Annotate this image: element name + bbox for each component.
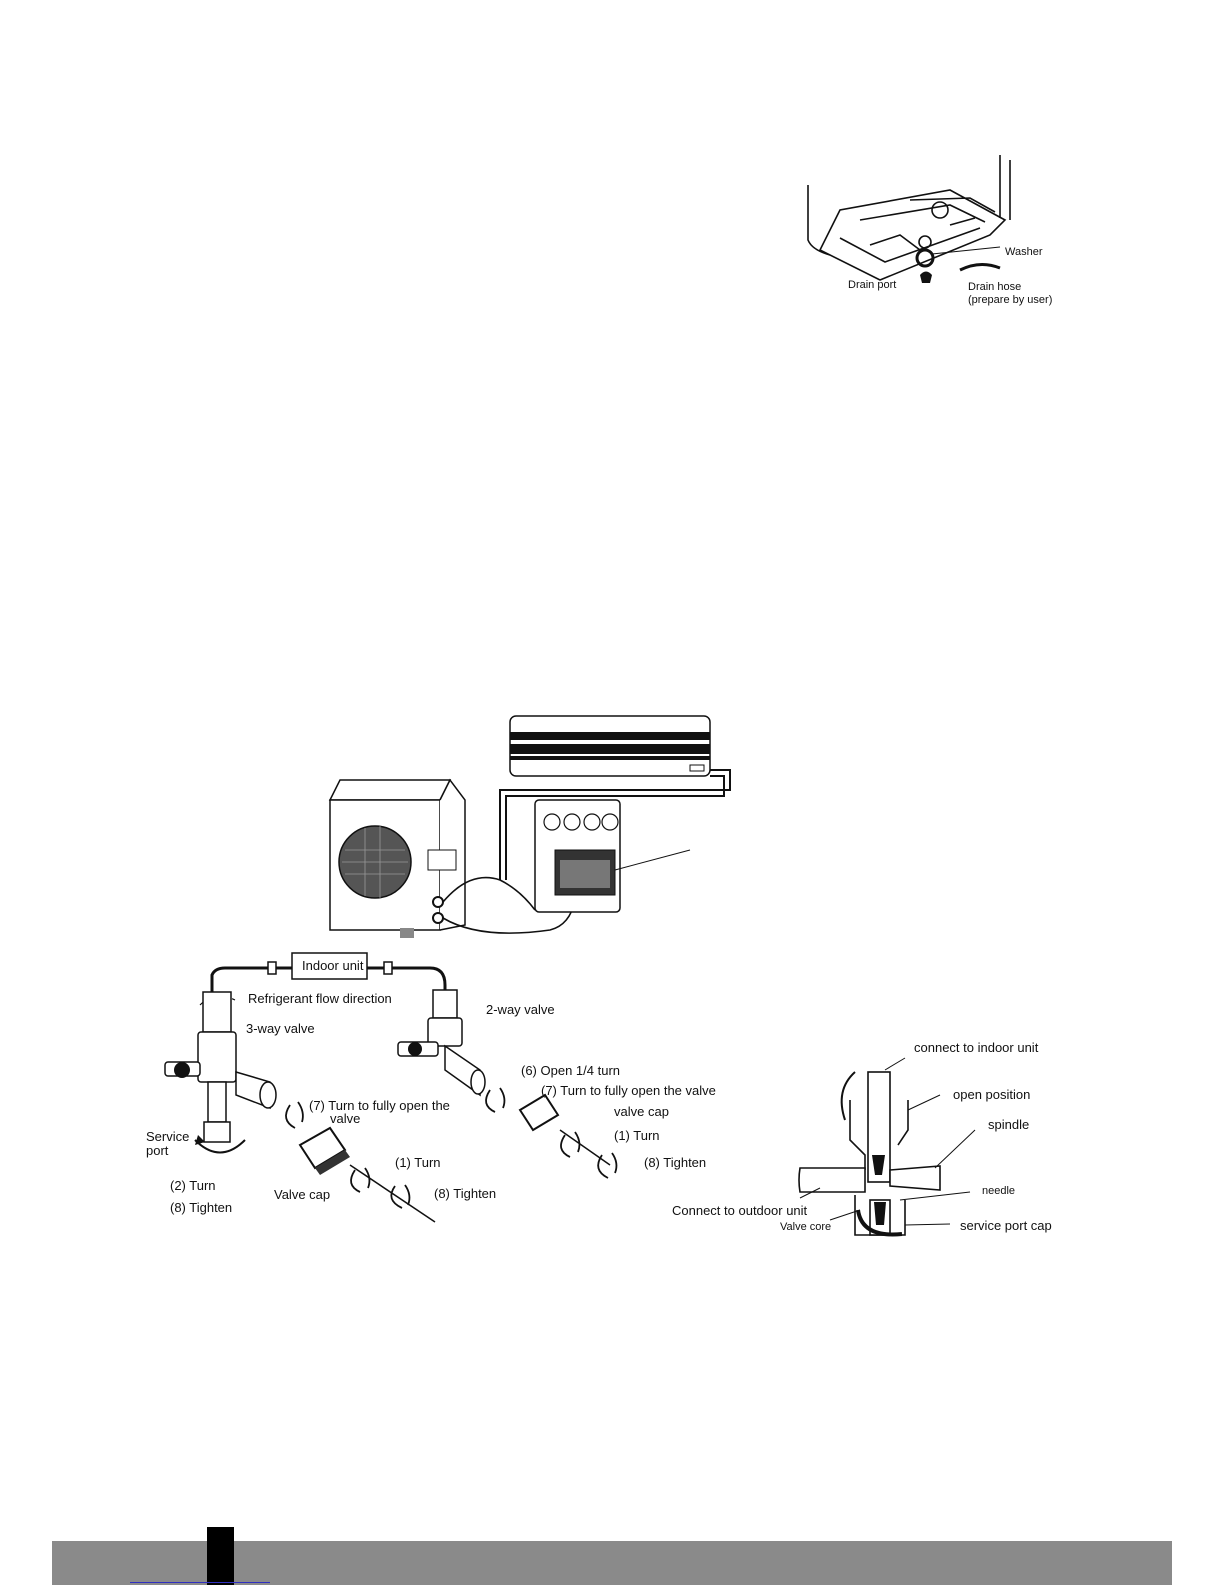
unit-connection-figure — [328, 715, 731, 938]
three-way-valve-label: 3-way valve — [246, 1021, 315, 1036]
turn-7-left-label-1: (7) Turn to fully open the — [309, 1098, 450, 1113]
spindle-label: spindle — [988, 1117, 1030, 1132]
turn-1-left-label: (1) Turn — [395, 1155, 441, 1170]
valve-cap-left-label: Valve cap — [274, 1187, 331, 1202]
footer-block — [207, 1527, 234, 1585]
open-6-label: (6) Open 1/4 turn — [521, 1063, 620, 1078]
valve-cap-right-label: valve cap — [614, 1104, 669, 1119]
turn-1-right-label: (1) Turn — [614, 1128, 660, 1143]
tighten-8-right-label: (8) Tighten — [644, 1155, 707, 1170]
indoor-unit-label: Indoor unit — [302, 958, 364, 973]
drain-hose-label: Drain hose — [968, 281, 1022, 293]
refrigerant-flow-label: Refrigerant flow direction — [248, 991, 392, 1006]
needle-label: needle — [982, 1185, 1016, 1197]
tighten-8-left-label: (8) Tighten — [170, 1200, 233, 1215]
service-port-label-2: port — [146, 1143, 169, 1158]
valve-core-label: Valve core — [780, 1221, 832, 1233]
turn-7-left-label-2: valve — [330, 1111, 361, 1126]
open-position-label: open position — [953, 1087, 1031, 1102]
turn-2-label: (2) Turn — [170, 1178, 216, 1193]
valve-figure — [164, 952, 618, 1223]
two-way-valve-label: 2-way valve — [486, 1002, 555, 1017]
drain-figure — [807, 155, 1011, 283]
service-port-cap-label: service port cap — [960, 1218, 1052, 1233]
tighten-8-mid-label: (8) Tighten — [434, 1186, 497, 1201]
drain-port-label: Drain port — [848, 279, 897, 291]
washer-label: Washer — [1005, 246, 1043, 258]
prepare-by-user-label: (prepare by user) — [968, 294, 1053, 306]
service-port-label-1: Service — [146, 1129, 190, 1144]
valve-section-figure — [798, 1057, 976, 1237]
connect-indoor-label: connect to indoor unit — [914, 1040, 1039, 1055]
footer-link-underline[interactable] — [130, 1582, 270, 1583]
footer-bar — [52, 1541, 1172, 1585]
turn-7-right-label: (7) Turn to fully open the valve — [541, 1083, 716, 1098]
connect-outdoor-label: Connect to outdoor unit — [672, 1203, 808, 1218]
